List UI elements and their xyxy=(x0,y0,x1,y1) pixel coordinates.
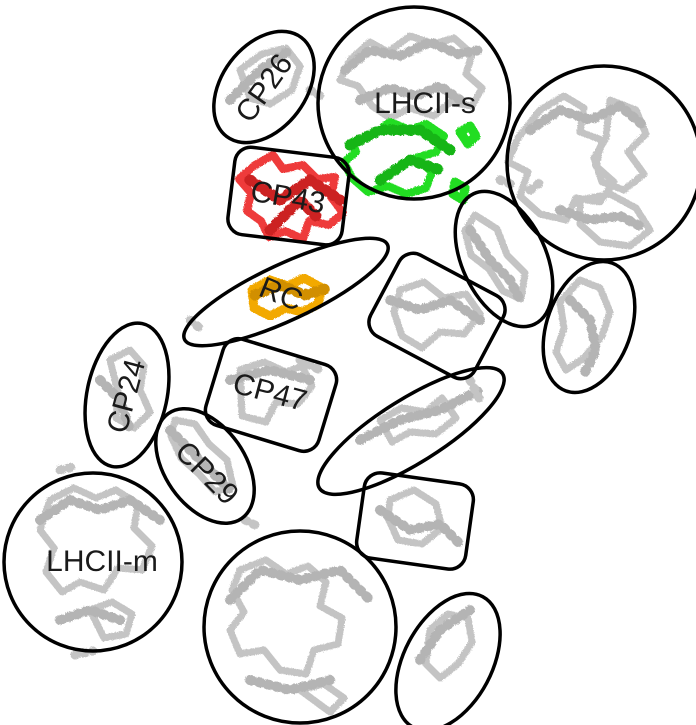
bottom-right-ellipse-protein-beads xyxy=(415,605,476,682)
cp24-protein-beads xyxy=(95,346,154,435)
central-rect-protein-beads xyxy=(385,278,485,352)
lhcii-m-protein-beads xyxy=(35,484,165,642)
cp26-outline xyxy=(212,29,316,145)
central-ellipse-outline xyxy=(316,365,506,497)
central-rect-outline xyxy=(367,251,507,381)
right-ellipse-upper-protein-beads xyxy=(461,211,529,305)
far-right-ellipse-outline xyxy=(541,259,637,395)
rc-orange-highlight xyxy=(247,273,331,321)
subunit-outlines xyxy=(2,5,696,725)
far-right-ellipse-protein-beads xyxy=(552,276,614,379)
cp29-outline xyxy=(154,407,256,525)
lower-rect-outline xyxy=(354,471,476,571)
cp47-protein-beads xyxy=(225,358,316,426)
cp43-red-highlight xyxy=(235,151,347,243)
bottom-lhcii-protein-beads xyxy=(225,556,375,716)
rc-outline xyxy=(182,236,390,348)
protein-density-layer xyxy=(35,32,654,716)
cp26-protein-beads xyxy=(225,44,304,108)
central-ellipse-protein-beads xyxy=(355,385,485,446)
cp43-outline xyxy=(226,145,351,247)
cp29-protein-beads xyxy=(165,416,237,496)
bottom-right-ellipse-outline xyxy=(394,591,502,725)
bottom-lhcii-outline xyxy=(202,529,398,725)
lhcii-s-outline xyxy=(316,5,512,201)
lhcii-s-protein-beads xyxy=(336,32,486,122)
right-ellipse-upper-outline xyxy=(453,189,555,329)
upper-right-lhcii-protein-beads xyxy=(504,92,654,250)
cp47-outline xyxy=(203,336,339,454)
lower-rect-protein-beads xyxy=(375,486,465,549)
lhcii-m-outline xyxy=(2,471,184,653)
cp24-outline xyxy=(83,321,171,469)
label-lhcii-m: LHCII-m xyxy=(46,545,158,578)
label-lhcii-s: LHCII-s xyxy=(374,87,476,120)
